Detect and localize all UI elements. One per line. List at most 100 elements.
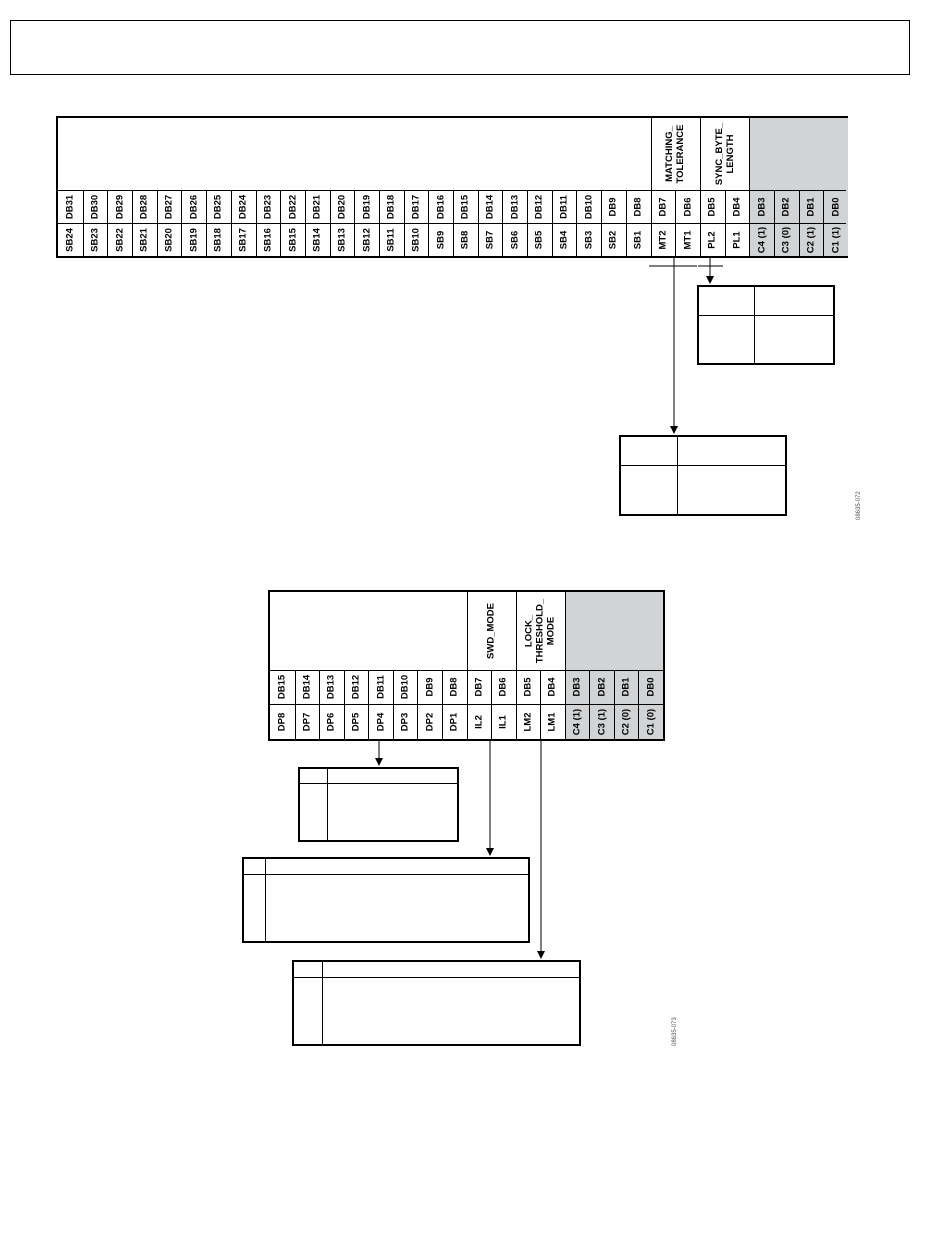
bit-cell: SB8 <box>453 223 478 256</box>
db-cell: DB15 <box>270 670 295 704</box>
db-cell-label: DB26 <box>188 194 200 219</box>
column-divider <box>675 190 677 256</box>
column-divider <box>107 190 109 256</box>
column-divider <box>329 190 331 256</box>
db-cell-label: DB9 <box>607 196 619 217</box>
column-divider <box>601 190 603 256</box>
column-divider <box>540 670 542 739</box>
bit-cell: PL1 <box>725 223 750 256</box>
bit-cell: DP7 <box>295 704 320 739</box>
db-cell: DB29 <box>107 190 132 223</box>
column-divider <box>699 118 701 256</box>
db-cell: DB3 <box>749 190 774 223</box>
bit-cell-label: DP4 <box>375 712 387 731</box>
bit-cell-label: SB23 <box>89 227 101 252</box>
db-cell: DB2 <box>774 190 799 223</box>
bit-cell: C1 (0) <box>638 704 663 739</box>
bit-cell: SB7 <box>478 223 503 256</box>
bit-cell: MT2 <box>651 223 676 256</box>
db-cell: DB20 <box>330 190 355 223</box>
db-cell-label: DB0 <box>645 677 657 697</box>
db-cell: DB12 <box>527 190 552 223</box>
column-divider <box>638 670 640 739</box>
db-cell: DB9 <box>601 190 626 223</box>
db-cell-label: DB4 <box>546 677 558 697</box>
field-name-label: MATCHING_ TOLERANCE <box>664 124 687 184</box>
db-cell-label: DB28 <box>138 194 150 219</box>
db-cell-label: DB3 <box>571 677 583 697</box>
db-cell: DB6 <box>491 670 516 704</box>
db-cell-label: DB15 <box>276 674 288 700</box>
bit-cell-label: C2 (1) <box>805 226 817 253</box>
bit-cell-label: DP8 <box>276 712 288 731</box>
column-divider <box>343 670 345 739</box>
swd-mode-table <box>242 857 530 943</box>
column-divider <box>564 592 566 739</box>
db-cell-label: DB5 <box>706 196 718 217</box>
column-divider <box>502 190 504 256</box>
db-cell: DB1 <box>614 670 639 704</box>
db-cell-label: DB31 <box>64 194 76 219</box>
db-cell-label: DB19 <box>361 194 373 219</box>
bit-cell-label: SB11 <box>385 227 397 252</box>
bit-cell-label: SB14 <box>311 227 323 252</box>
bit-cell-label: MT1 <box>682 230 694 249</box>
bit-cell: SB3 <box>576 223 601 256</box>
column-divider <box>466 592 468 739</box>
bit-cell: SB16 <box>256 223 281 256</box>
db-cell-label: DB13 <box>325 674 337 700</box>
column-divider <box>206 190 208 256</box>
column-divider <box>230 190 232 256</box>
db-cell: DB17 <box>404 190 429 223</box>
db-cell: DB10 <box>576 190 601 223</box>
db-cell: DB15 <box>453 190 478 223</box>
bit-cell-label: SB22 <box>114 227 126 252</box>
db-cell-label: DB5 <box>522 677 534 697</box>
bit-cell-label: SB3 <box>583 230 595 249</box>
lm-arrow-head <box>537 951 545 959</box>
page-header-box <box>10 20 910 75</box>
column-divider <box>749 118 751 256</box>
bit-cell: MT1 <box>675 223 700 256</box>
bit-cell: C2 (1) <box>799 223 824 256</box>
db-cell-label: DB21 <box>311 194 323 219</box>
db-cell: DB8 <box>442 670 467 704</box>
db-cell-label: DB11 <box>558 194 570 219</box>
db-cell-label: DB3 <box>756 196 768 217</box>
bit-cell-label: SB18 <box>212 227 224 252</box>
db-cell-label: DB1 <box>805 196 817 217</box>
bit-cell-label: IL1 <box>497 714 509 729</box>
column-divider <box>650 118 652 256</box>
db-cell-label: DB24 <box>237 194 249 219</box>
db-cell-label: DB27 <box>163 194 175 219</box>
bit-cell: LM2 <box>516 704 541 739</box>
bit-cell-label: C2 (0) <box>620 708 632 735</box>
bit-cell-label: DP5 <box>350 712 362 731</box>
db-cell-label: DB14 <box>484 194 496 219</box>
lock-threshold-mode-table <box>292 960 581 1046</box>
bit-cell-label: SB20 <box>163 227 175 252</box>
db-cell-label: DB16 <box>435 194 447 219</box>
field-name-label: SWD_MODE <box>485 603 497 659</box>
column-divider <box>378 190 380 256</box>
bit-cell: SB20 <box>157 223 182 256</box>
bit-cell-label: LM2 <box>522 712 534 731</box>
db-cell-label: DB4 <box>731 196 743 217</box>
column-divider <box>576 190 578 256</box>
bit-cell: DP6 <box>319 704 344 739</box>
db-cell: DB18 <box>379 190 404 223</box>
db-cell-label: DB13 <box>509 194 521 219</box>
bit-cell-label: IL2 <box>473 714 485 729</box>
db-cell: DB8 <box>626 190 651 223</box>
column-divider <box>625 190 627 256</box>
bit-cell: SB23 <box>83 223 108 256</box>
bit-cell: DP3 <box>393 704 418 739</box>
db-cell: DB0 <box>823 190 848 223</box>
dp-arrow-head <box>375 758 383 766</box>
bit-cell: SB6 <box>502 223 527 256</box>
db-cell-label: DB7 <box>473 677 485 697</box>
bit-cell-label: SB16 <box>262 227 274 252</box>
db-cell-label: DB10 <box>583 194 595 219</box>
bit-cell: SB2 <box>601 223 626 256</box>
